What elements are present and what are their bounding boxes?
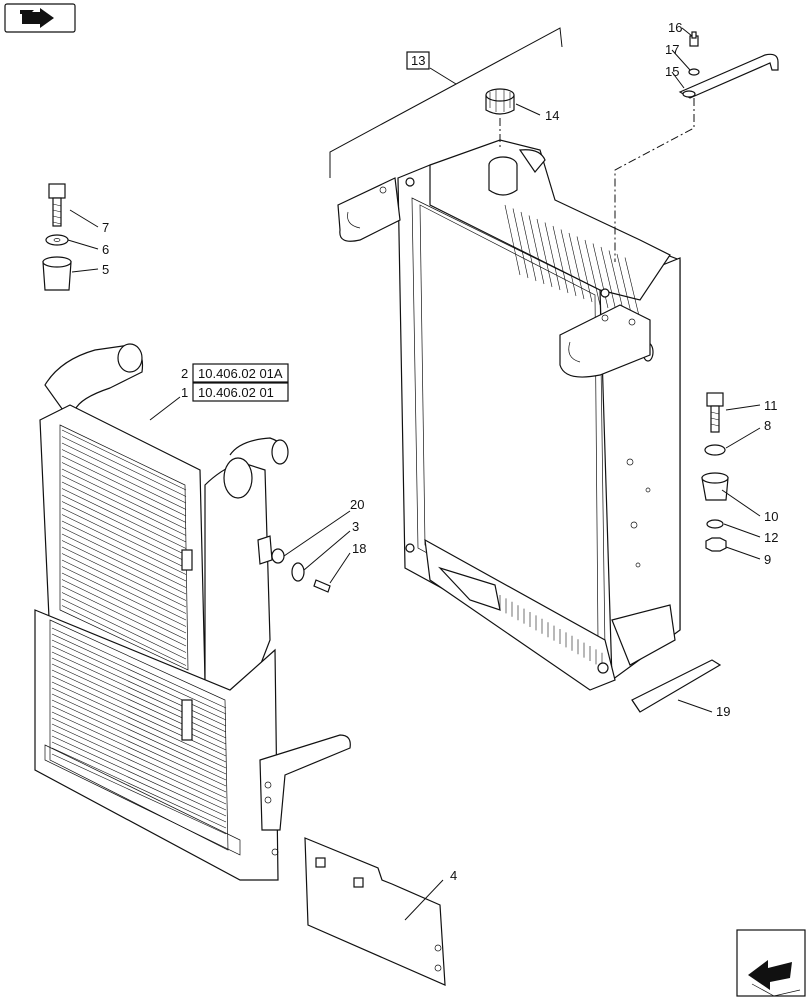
callout-18: 18 <box>352 541 366 556</box>
mount-hardware-right <box>701 392 729 552</box>
callout-15: 15 <box>665 64 679 79</box>
radiator-strap <box>678 31 779 99</box>
alignment-line <box>614 98 695 262</box>
svg-text:13: 13 <box>411 53 425 68</box>
callout-1: 1 <box>181 385 188 400</box>
reference-box-1[interactable]: 10.406.02 01 <box>192 382 289 402</box>
svg-text:10.406.02 01A: 10.406.02 01A <box>198 366 283 381</box>
callout-5: 5 <box>102 262 109 277</box>
callout-box-13: 13 <box>406 51 430 70</box>
mount-hardware-left-top <box>42 183 72 291</box>
callout-20: 20 <box>350 497 364 512</box>
callout-8: 8 <box>764 418 771 433</box>
callout-10: 10 <box>764 509 778 524</box>
callout-9: 9 <box>764 552 771 567</box>
callout-2: 2 <box>181 366 188 381</box>
seal-plate <box>304 837 446 986</box>
callout-12: 12 <box>764 530 778 545</box>
callout-19: 19 <box>716 704 730 719</box>
callout-7: 7 <box>102 220 109 235</box>
radiator-assembly <box>337 139 681 691</box>
callout-6: 6 <box>102 242 109 257</box>
leader-lines <box>67 27 761 921</box>
callout-14: 14 <box>545 108 559 123</box>
callout-11: 11 <box>764 398 778 413</box>
mount-hardware-left <box>257 535 331 593</box>
callout-4: 4 <box>450 868 457 883</box>
foam-strip <box>631 659 722 713</box>
svg-text:10.406.02 01: 10.406.02 01 <box>198 385 274 400</box>
intercooler-assembly <box>34 343 351 881</box>
book-arrow-icon[interactable] <box>4 3 76 33</box>
reference-box-2[interactable]: 10.406.02 01A <box>192 363 289 383</box>
callout-3: 3 <box>352 519 359 534</box>
radiator-cap <box>485 88 515 115</box>
next-page-arrow-icon[interactable] <box>736 929 806 997</box>
callout-17: 17 <box>665 42 679 57</box>
callout-16: 16 <box>668 20 682 35</box>
group-bracket-13 <box>329 27 563 178</box>
